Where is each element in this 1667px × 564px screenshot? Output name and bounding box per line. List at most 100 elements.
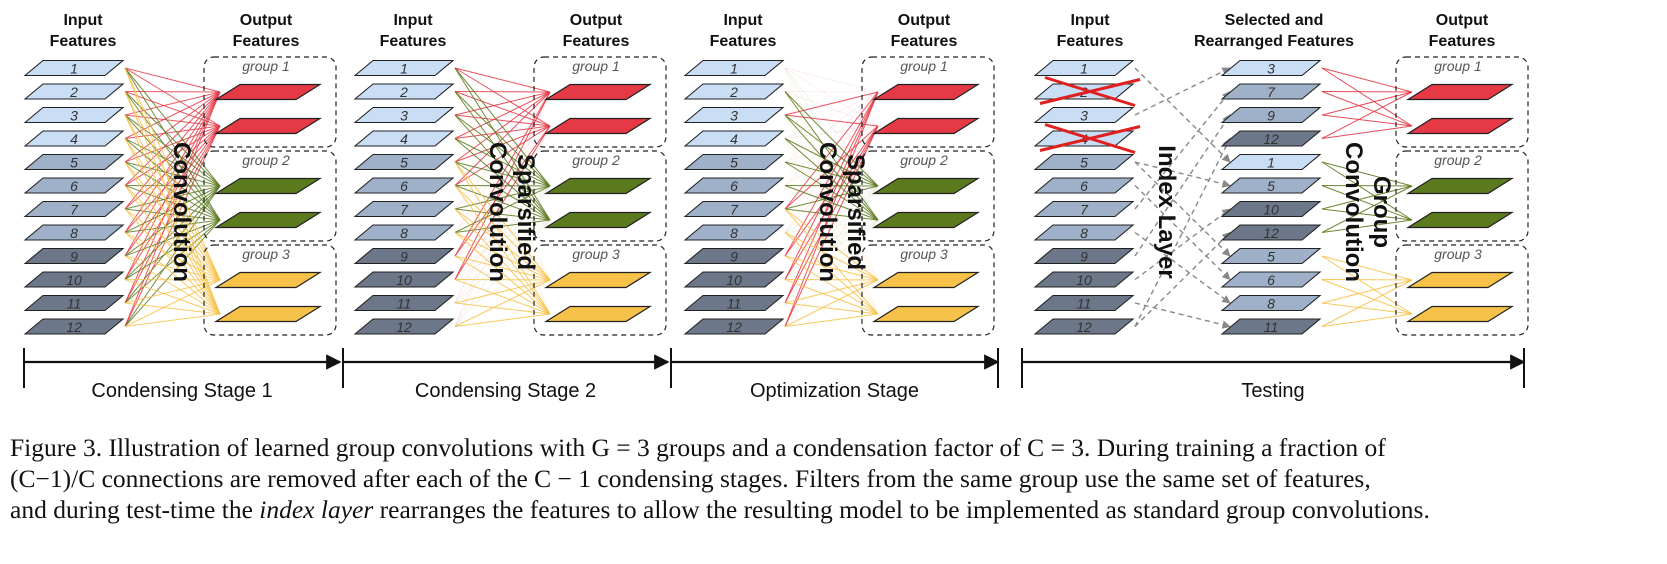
testing-input-feature-8 [1033,224,1135,241]
optimization-conv-label-line-2: Convolution [814,142,841,282]
condensing-2-feature-2 [353,83,455,100]
testing-input-feature-number: 5 [1080,155,1088,171]
condensing-1-group-label-3: group 3 [242,246,290,262]
optimization-faded-edge [784,185,879,257]
caption-line-1: Figure 3. Illustration of learned group … [10,433,1386,462]
condensing-1-edge [124,138,221,187]
testing-selected-feature-number: 12 [1263,131,1279,147]
condensing-1-edge [124,232,221,315]
condensing-2-edge [454,279,551,315]
condensing-1-feature-9 [23,247,125,265]
testing-input-feature-number: 12 [1076,319,1092,335]
index-arrow [1134,208,1231,281]
testing-selected-feature-number: 1 [1267,155,1275,171]
condensing-2-feature-4 [353,130,455,147]
condensing-2-edge [454,138,551,221]
condensing-1-edge [124,67,221,315]
testing-conv-label-line-1: Group [1368,176,1395,248]
testing-input-feature-11 [1033,294,1135,312]
caption-line-3-end: rearranges the features to allow the res… [373,495,1430,524]
condensing-1-edge [124,91,221,127]
condensing-2-edge [454,91,551,187]
index-arrow [1134,114,1231,257]
testing-selected-feature-number: 5 [1267,178,1275,194]
optimization-edge [784,125,879,327]
testing-input-feature-1 [1033,59,1135,77]
condensing-1-feature-8 [23,224,125,241]
testing-edge [1321,313,1413,327]
condensing-1-feature-number: 2 [69,84,78,100]
condensing-1-feature-12 [23,318,125,335]
condensing-2-output-1-1 [543,83,653,101]
condensing-1-output-1-1 [213,83,323,101]
optimization-group-box-2 [861,150,995,242]
optimization-edge [784,232,879,315]
condensing-2-group-box-2 [533,150,667,242]
index-arrow [1134,90,1231,210]
testing-group-label-1: group 1 [1434,58,1481,74]
testing-selected-feature-10 [1220,271,1322,288]
testing-input-feature-number: 6 [1080,178,1088,194]
testing-edge [1321,255,1413,281]
condensing-1-edge [124,67,221,93]
figure-caption: Figure 3. Illustration of learned group … [10,432,1660,525]
testing-edge [1321,91,1413,127]
condensing-2-feature-number: 1 [400,61,408,77]
testing-output-3-2 [1405,305,1515,323]
condensing-1-output-header-line-1: Output [240,12,293,29]
testing-connections [1321,67,1413,327]
testing-edge [1321,302,1413,315]
condensing-2-edge [454,67,551,221]
condensing-2-edge [454,125,551,139]
condensing-1-feature-10 [23,271,125,288]
condensing-2-group-box-1 [533,56,667,148]
testing-selected-feature-number: 12 [1263,225,1279,241]
optimization-group-label-3: group 3 [900,246,948,262]
testing-edge [1321,219,1413,233]
optimization-faded-edge [784,67,879,221]
testing-input-feature-3 [1033,106,1135,124]
testing-selected-feature-number: 11 [1264,319,1279,335]
testing-selected-feature-9 [1220,247,1322,265]
condensing-2-output-2-1 [543,177,653,195]
optimization-edge [784,138,879,187]
condensing-1-input-header-line-2: Features [50,33,117,50]
testing-group-box-2 [1395,150,1529,242]
testing-edge [1321,114,1413,127]
condensing-2-feature-7 [353,200,455,218]
optimization-edge [784,185,879,221]
optimization-input-header-line-1: Input [723,12,763,29]
condensing-1-edge [124,185,221,281]
optimization-feature-12 [683,318,785,335]
optimization-feature-9 [683,247,785,265]
testing-edge [1321,185,1413,187]
testing-edge [1321,185,1413,233]
index-arrow [1134,231,1231,304]
optimization-group-label-1: group 1 [900,58,947,74]
testing-edge [1321,255,1413,315]
condensing-2-group-box-3 [533,244,667,336]
testing-selected-header-line-2: Rearranged Features [1194,33,1354,50]
testing-input-feature-number: 8 [1080,225,1088,241]
condensing-1-conv-label-line-1: Convolution [168,142,195,282]
optimization-edge [784,313,879,327]
condensing-2-edge [454,91,551,93]
figure-canvas: InputFeaturesOutputFeatures1234567891011… [23,12,1529,402]
testing-selected-feature-number: 7 [1267,84,1276,100]
condensing-2-edge [454,138,551,187]
optimization-edge [784,232,879,281]
condensing-2-feature-number: 8 [400,225,408,241]
optimization-feature-6 [683,177,785,194]
optimization-faded-edge [784,67,879,93]
optimization-faded-edge [784,91,879,163]
condensing-1-edge [124,114,221,315]
condensing-2-feature-3 [353,106,455,124]
condensing-2-feature-number: 11 [397,296,412,312]
condensing-2-edge [454,185,551,221]
condensing-2-edge [454,67,551,93]
condensing-1-feature-number: 12 [66,319,82,335]
optimization-output-header-line-1: Output [898,12,951,29]
